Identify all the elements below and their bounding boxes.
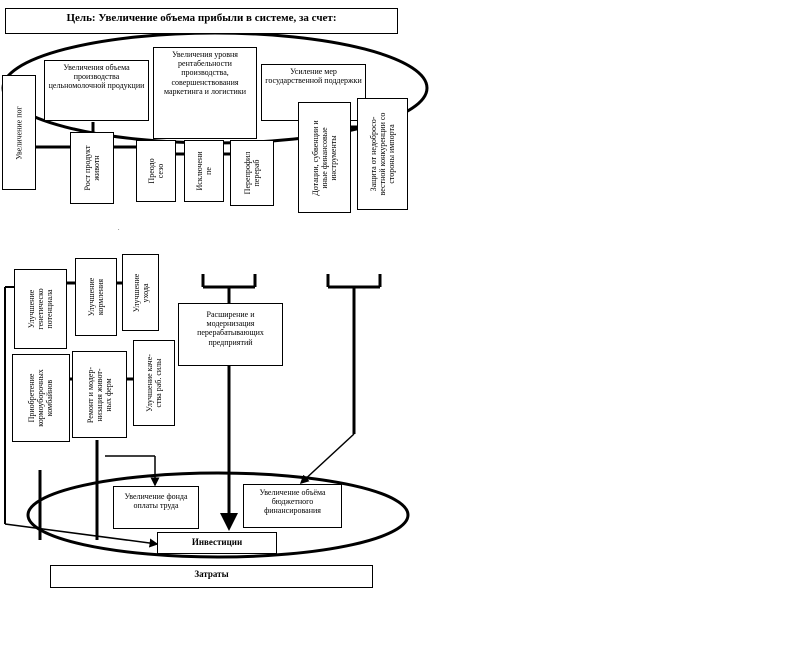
profitability-box: Увеличения уровня рентабельности произво… bbox=[153, 47, 257, 139]
goal-box: Цель: Увеличение объема прибыли в систем… bbox=[5, 8, 398, 34]
workforce-box: Улучшение каче- ства раб. силы bbox=[133, 340, 175, 426]
budget-box: Увеличение объёма бюджетного финансирова… bbox=[243, 484, 342, 528]
protection-box: Защита от недобросо- вестной конкуренции… bbox=[357, 98, 408, 210]
genetics-text: Улучшение генетическо потенциала bbox=[26, 288, 55, 330]
workforce-text: Улучшение каче- ства раб. силы bbox=[144, 354, 163, 412]
gov-support-text: Усиление мер государственной поддержки bbox=[265, 67, 362, 86]
care-text: Улучшение ухода bbox=[131, 273, 150, 312]
harvesters-text: Приобретение кормоуборочных комбайнов bbox=[27, 369, 55, 427]
exclusion-text: Исключени пе bbox=[194, 151, 213, 191]
milk-growth-text: Рост продукт животн bbox=[82, 145, 101, 191]
inc-livestock-box: Увеличение пог bbox=[2, 75, 36, 190]
wage-fund-text: Увеличение фонда оплаты труда bbox=[124, 492, 188, 511]
modernization-text: Расширение и модернизация перерабатывающ… bbox=[197, 310, 264, 347]
budget-text: Увеличение объёма бюджетного финансирова… bbox=[259, 488, 326, 516]
processing-text: Перепрофил перераб bbox=[242, 151, 261, 195]
season-box: Преодо сезо bbox=[136, 140, 176, 202]
costs-box: Затраты bbox=[50, 565, 373, 588]
investments-box: Инвестиции bbox=[157, 532, 277, 554]
dairy-volume-box: Увеличения объема производства цельномол… bbox=[44, 60, 149, 121]
bottom-ellipse bbox=[26, 471, 410, 559]
subsidies-box: Дотации, субвенции и иные финансовые инс… bbox=[298, 102, 351, 213]
farms-text: Ремонт и модер- низация живот- ных ферм bbox=[85, 366, 114, 423]
season-text: Преодо сезо bbox=[146, 158, 165, 184]
costs-text: Затраты bbox=[194, 569, 229, 579]
protection-text: Защита от недобросо- вестной конкуренции… bbox=[368, 112, 397, 196]
genetics-box: Улучшение генетическо потенциала bbox=[14, 269, 67, 349]
dairy-volume-text: Увеличения объема производства цельномол… bbox=[48, 63, 145, 91]
milk-growth-box: Рост продукт животн bbox=[70, 132, 114, 204]
subsidies-text: Дотации, субвенции и иные финансовые инс… bbox=[310, 119, 339, 196]
profitability-text: Увеличения уровня рентабельности произво… bbox=[163, 50, 247, 96]
feeding-box: Улучшение кормления bbox=[75, 258, 117, 336]
stray-dot: . bbox=[118, 226, 120, 232]
inc-livestock-text: Увеличение пог bbox=[14, 105, 24, 160]
exclusion-box: Исключени пе bbox=[184, 140, 224, 202]
investments-text: Инвестиции bbox=[191, 537, 243, 547]
wage-fund-box: Увеличение фонда оплаты труда bbox=[113, 486, 199, 529]
care-box: Улучшение ухода bbox=[122, 254, 159, 331]
farms-box: Ремонт и модер- низация живот- ных ферм bbox=[72, 351, 127, 438]
feeding-text: Улучшение кормления bbox=[86, 277, 105, 317]
goal-text: Цель: Увеличение объема прибыли в систем… bbox=[66, 12, 337, 24]
modernization-box: Расширение и модернизация перерабатывающ… bbox=[178, 303, 283, 366]
processing-box: Перепрофил перераб bbox=[230, 140, 274, 206]
harvesters-box: Приобретение кормоуборочных комбайнов bbox=[12, 354, 70, 442]
